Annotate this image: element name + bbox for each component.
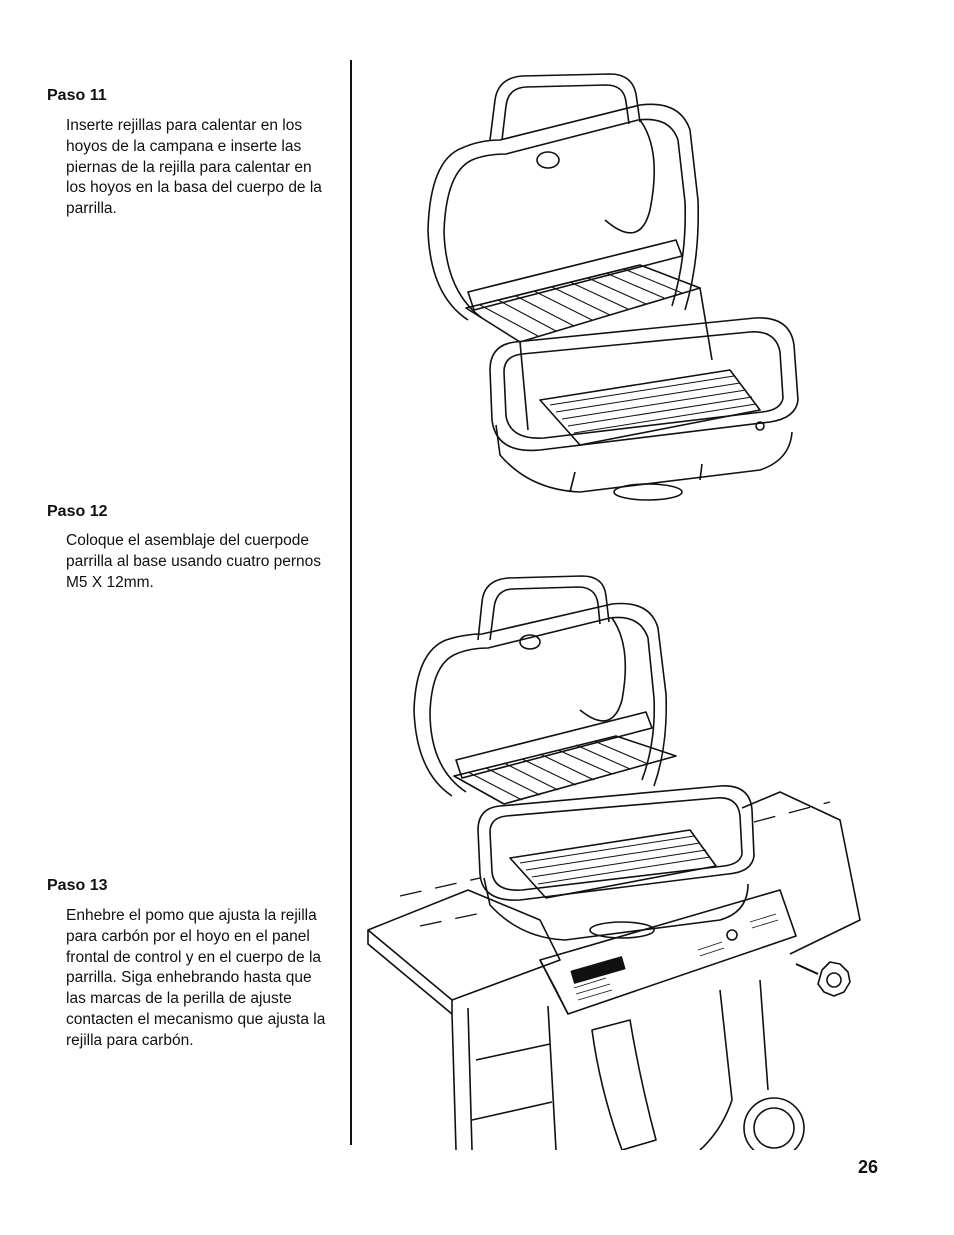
step-11-title: Paso 11 <box>47 87 107 104</box>
step-11-text: Inserte rejillas para calentar en los ho… <box>66 117 322 218</box>
step-13-title: Paso 13 <box>47 877 108 894</box>
column-divider <box>350 60 352 1145</box>
step-13-text: Enhebre el pomo que ajusta la rejilla pa… <box>66 907 326 1049</box>
figure-cart-and-knob <box>360 560 880 1150</box>
step-12-text: Coloque el asemblaje del cuerpode parril… <box>66 532 322 591</box>
page-number: 26 <box>858 1157 879 1177</box>
figure-warming-rack-install <box>400 60 820 510</box>
step-12-title: Paso 12 <box>47 503 108 520</box>
